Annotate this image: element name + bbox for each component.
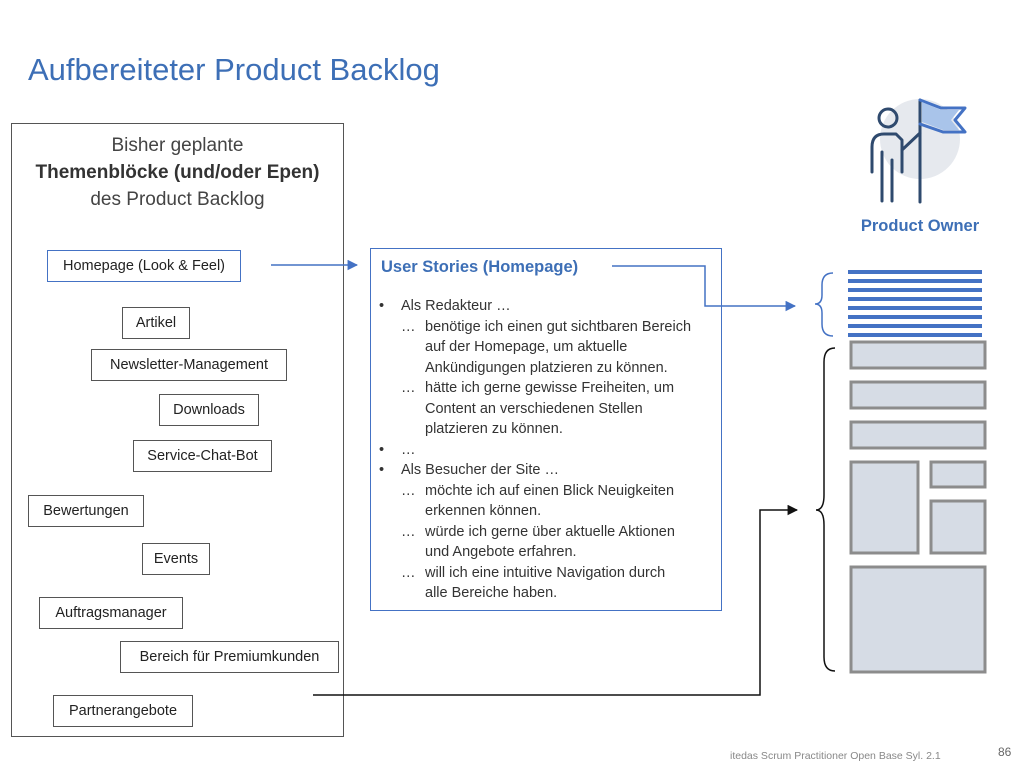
story-text: würde ich gerne über aktuelle Aktionen <box>425 523 675 540</box>
coarse-backlog-wireframe <box>849 340 987 674</box>
story-row: platzieren zu können. <box>379 419 691 440</box>
story-row: •… <box>379 440 691 461</box>
story-row: … würde ich gerne über aktuelle Aktionen <box>379 522 691 543</box>
story-text: will ich eine intuitive Navigation durch <box>425 564 666 581</box>
person-with-flag-icon <box>870 98 967 204</box>
backlog-panel: Bisher geplante Themenblöcke (und/oder E… <box>11 123 344 737</box>
backlog-item-artikel: Artikel <box>122 307 190 339</box>
sub-marker: … <box>401 564 416 581</box>
arrow-epics-to-backlog <box>313 504 799 696</box>
sub-marker: … <box>401 318 416 335</box>
backlog-item-events: Events <box>142 543 210 575</box>
story-text: erkennen können. <box>425 503 542 519</box>
story-text: Ankündigungen platzieren zu können. <box>425 359 668 376</box>
story-text: Als Redakteur … <box>401 298 511 314</box>
story-row: Content an verschiedenen Stellen <box>379 399 691 420</box>
heading-line-2: Themenblöcke (und/oder Epen) <box>35 162 320 183</box>
bullet-marker: • <box>379 462 385 478</box>
story-text: … <box>401 441 416 458</box>
backlog-item-newsletter: Newsletter-Management <box>91 349 287 381</box>
story-text: Als Besucher der Site … <box>401 462 559 478</box>
arrow-stories-to-backlog <box>612 265 797 312</box>
bullet-marker: • <box>379 441 385 458</box>
slide-title: Aufbereiteter Product Backlog <box>28 52 440 87</box>
story-row: … will ich eine intuitive Navigation durc… <box>379 563 691 584</box>
page-number: 86 <box>998 745 1012 759</box>
backlog-item-auftragsmanager: Auftragsmanager <box>39 597 183 629</box>
story-text: Content an verschiedenen Stellen <box>425 400 643 417</box>
backlog-panel-heading: Bisher geplante Themenblöcke (und/oder E… <box>12 132 343 213</box>
backlog-item-partnerangebote: Partnerangebote <box>53 695 193 727</box>
story-text: benötige ich einen gut sichtbaren Bereic… <box>425 318 692 335</box>
sub-marker: … <box>401 380 416 396</box>
story-text: auf der Homepage, um aktuelle <box>425 339 628 355</box>
story-text: möchte ich auf einen Blick Neuigkeiten <box>425 482 675 499</box>
heading-line-3: des Product Backlog <box>90 189 265 210</box>
story-text: alle Bereiche haben. <box>425 585 558 601</box>
story-row: alle Bereiche haben. <box>379 583 691 604</box>
story-row: erkennen können. <box>379 501 691 522</box>
refined-backlog-lines <box>848 270 982 337</box>
story-row: • Als Besucher der Site … <box>379 460 691 481</box>
story-row: und Angebote erfahren. <box>379 542 691 563</box>
backlog-item-downloads: Downloads <box>159 394 259 426</box>
story-text: platzieren zu können. <box>425 421 563 437</box>
heading-line-1: Bisher geplante <box>111 135 244 156</box>
story-text: hätte ich gerne gewisse Freiheiten, um <box>425 380 675 396</box>
backlog-item-premiumkunden: Bereich für Premiumkunden <box>120 641 339 673</box>
user-stories-box: User Stories (Homepage) • Als Redakteur …… <box>370 248 722 611</box>
story-row: auf der Homepage, um aktuelle <box>379 337 691 358</box>
bullet-marker: • <box>379 298 385 314</box>
story-row: … benötige ich einen gut sichtbaren Berei… <box>379 317 691 338</box>
user-stories-title: User Stories (Homepage) <box>381 258 579 276</box>
backlog-item-service-chat-bot: Service-Chat-Bot <box>133 440 272 472</box>
story-row: Ankündigungen platzieren zu können. <box>379 358 691 379</box>
sub-marker: … <box>401 482 416 499</box>
sub-marker: … <box>401 523 416 540</box>
product-owner-label: Product Owner <box>860 217 980 235</box>
backlog-item-bewertungen: Bewertungen <box>28 495 144 527</box>
brace-refined-items <box>814 272 834 337</box>
user-stories-list: • Als Redakteur … … benötige ich einen gut … <box>379 296 691 604</box>
backlog-item-homepage: Homepage (Look & Feel) <box>47 250 241 282</box>
story-row: • Als Redakteur … <box>379 296 691 317</box>
story-text: und Angebote erfahren. <box>425 544 577 560</box>
slide-footer: itedas Scrum Practitioner Open Base Syl.… <box>730 750 941 762</box>
brace-coarse-items <box>815 347 836 672</box>
story-row: … möchte ich auf einen Blick Neuigkeiten <box>379 481 691 502</box>
story-row: … hätte ich gerne gewisse Freiheiten, um <box>379 378 691 399</box>
